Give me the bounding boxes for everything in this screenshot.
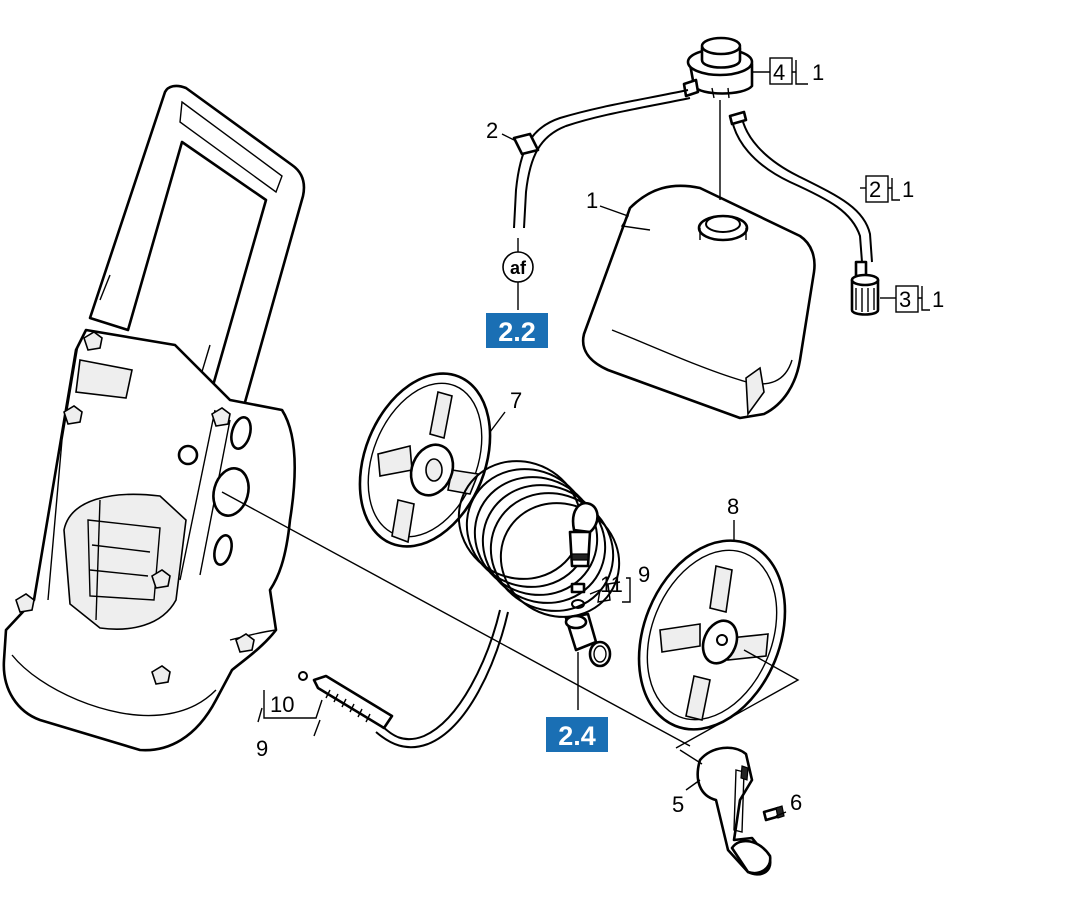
callout-box	[769, 57, 793, 85]
callout-2-right: 2	[869, 177, 881, 202]
detergent-tank	[581, 184, 816, 420]
coupling-parts	[564, 582, 612, 668]
callout-box	[865, 175, 889, 203]
section-badge-2-4[interactable]: 2.4	[546, 717, 608, 752]
callout-box	[895, 285, 919, 313]
callout-7: 7	[510, 388, 522, 413]
callout-5: 5	[672, 792, 684, 817]
screw	[762, 805, 785, 822]
hose-nipple	[298, 671, 394, 730]
callout-3: 3	[899, 287, 911, 312]
callout-qty-1: 1	[902, 177, 914, 202]
section-badge-2-2-box[interactable]	[486, 313, 548, 348]
housing-frame	[2, 84, 306, 752]
section-badge-2-4-label[interactable]: 2.4	[558, 721, 596, 751]
af-badge-text: af	[510, 258, 527, 278]
section-badge-2-2[interactable]: 2.2	[486, 313, 548, 348]
callout-2-left: 2	[486, 118, 498, 143]
callout-qty-1: 1	[812, 60, 824, 85]
callout-qty-1: 1	[932, 287, 944, 312]
coiled-hose	[375, 460, 621, 749]
bolt-icon	[15, 331, 255, 685]
section-badge-2-2-label[interactable]: 2.2	[498, 317, 536, 347]
reel-disc-left	[358, 372, 492, 548]
suction-filter	[850, 260, 880, 316]
callout-9-lower: 9	[256, 736, 268, 761]
af-reference-badge: af	[502, 251, 534, 283]
callout-11: 11	[600, 572, 623, 597]
reel-disc-right	[637, 539, 787, 731]
callout-4: 4	[773, 60, 785, 85]
callout-8: 8	[727, 494, 739, 519]
leader-lines	[221, 60, 930, 817]
section-badge-2-4-box[interactable]	[546, 717, 608, 752]
callout-9-upper: 9	[638, 562, 650, 587]
callout-10: 10	[270, 692, 294, 717]
reel-crank	[696, 746, 772, 876]
callout-1-tank: 1	[586, 188, 598, 213]
callout-6: 6	[790, 790, 802, 815]
tank-cap	[682, 36, 754, 99]
suction-hoses	[512, 89, 873, 263]
callouts: 4 1 2 2 1 1 3 1 7 8 11 9 10 9 5 6	[256, 57, 944, 817]
